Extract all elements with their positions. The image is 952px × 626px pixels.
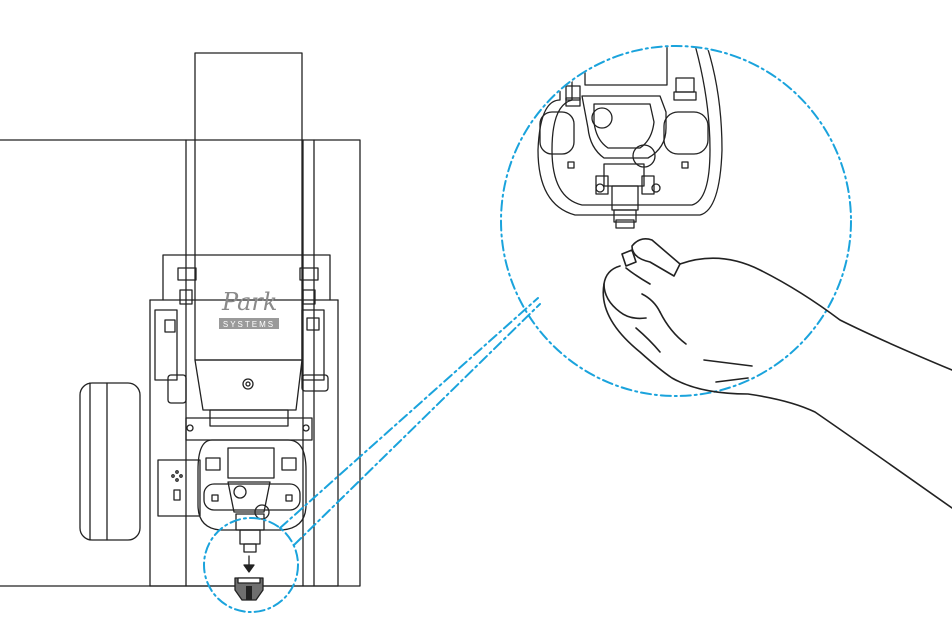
logo-script: Park — [221, 288, 277, 316]
callout — [203, 45, 852, 613]
scanner-screw — [242, 378, 254, 390]
probe-head-small — [197, 439, 307, 531]
scanner-body — [167, 359, 329, 441]
enclosure-frame — [0, 139, 361, 587]
logo-plate-text: SYSTEMS — [223, 320, 275, 329]
hand-illustration — [602, 238, 952, 509]
removed-tip-part — [234, 577, 264, 601]
control-box — [157, 459, 201, 517]
side-brackets — [154, 267, 325, 381]
logo-plate — [219, 318, 279, 329]
zoomed-probe-head — [537, 47, 723, 229]
zoom-upper-screw — [591, 107, 613, 129]
callout-leader-lower — [293, 303, 541, 546]
small-callout-circle — [203, 517, 299, 613]
callout-leader-upper — [279, 297, 539, 529]
tip-holder-small — [239, 529, 261, 553]
head-tower: Park SYSTEMS — [194, 52, 303, 361]
large-callout-circle — [500, 45, 852, 397]
afm-system: Park SYSTEMS — [0, 52, 361, 601]
down-arrow-icon — [243, 555, 255, 573]
side-panel — [79, 382, 141, 541]
